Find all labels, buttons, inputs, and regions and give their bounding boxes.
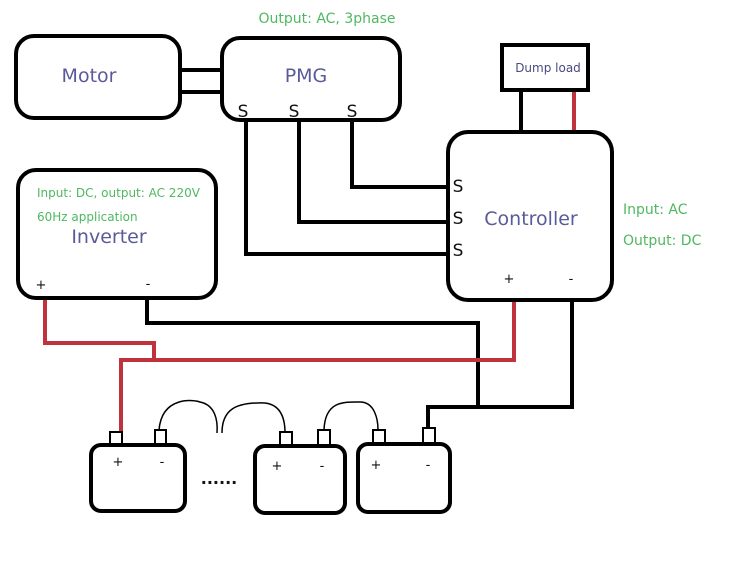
dump-load-label: Dump load xyxy=(515,61,581,75)
motor-box xyxy=(14,34,182,120)
battery-3-body xyxy=(356,442,452,514)
battery-2-minus-label: - xyxy=(320,459,325,474)
battery-jumper-3 xyxy=(323,401,379,431)
battery-3-plus-label: + xyxy=(371,458,382,473)
controller-block: Controller S S S + - Input: AC Output: D… xyxy=(446,130,702,302)
inverter-label: Inverter xyxy=(71,226,147,248)
battery-3-neg-terminal xyxy=(422,427,436,445)
controller-plus-label: + xyxy=(504,272,515,287)
inverter-block: Input: DC, output: AC 220V 60Hz applicat… xyxy=(16,168,218,300)
pmg-terminal-s2: S xyxy=(289,102,300,122)
dump-load-box xyxy=(500,43,590,92)
battery-2: + - xyxy=(253,429,347,515)
battery-jumper-2 xyxy=(221,402,286,434)
pmg-label: PMG xyxy=(285,65,328,87)
battery-3-minus-label: - xyxy=(426,458,431,473)
pmg-box xyxy=(220,36,402,122)
battery-2-body xyxy=(253,444,347,515)
controller-box xyxy=(446,130,614,302)
controller-minus-label: - xyxy=(569,272,574,287)
controller-pos-wire xyxy=(119,300,516,432)
pmg-terminal-s1: S xyxy=(238,102,249,122)
battery-1-body xyxy=(89,443,187,513)
motor-block: Motor xyxy=(14,34,182,120)
controller-input-note: Input: AC xyxy=(623,202,688,218)
phase-wire-3 xyxy=(350,120,448,189)
pmg-output-note: Output: AC, 3phase xyxy=(259,11,396,27)
controller-label: Controller xyxy=(484,208,578,230)
controller-terminal-s3: S xyxy=(453,241,464,261)
phase-wire-1 xyxy=(244,120,448,256)
inverter-plus-label: + xyxy=(36,278,47,293)
battery-3: + - xyxy=(356,427,452,514)
inverter-note-line2: 60Hz application xyxy=(37,210,138,224)
controller-neg-wire xyxy=(426,300,574,428)
inverter-box xyxy=(16,168,218,300)
phase-wire-2 xyxy=(297,120,448,224)
battery-1: + - xyxy=(89,429,187,513)
controller-output-note: Output: DC xyxy=(623,233,702,249)
battery-1-neg-terminal xyxy=(154,429,167,445)
motor-label: Motor xyxy=(62,65,117,87)
controller-terminal-s2: S xyxy=(453,209,464,229)
battery-2-pos-terminal xyxy=(279,431,293,447)
battery-1-minus-label: - xyxy=(160,455,165,470)
battery-2-neg-terminal xyxy=(317,429,331,447)
inverter-note-line1: Input: DC, output: AC 220V xyxy=(37,186,201,200)
inverter-neg-wire xyxy=(145,298,480,407)
pmg-block: Output: AC, 3phase PMG S S S xyxy=(220,11,402,122)
pmg-terminal-s3: S xyxy=(347,102,358,122)
battery-2-plus-label: + xyxy=(272,459,283,474)
battery-1-plus-label: + xyxy=(113,455,124,470)
dump-load-block: Dump load xyxy=(500,43,590,92)
inverter-pos-wire xyxy=(43,298,156,360)
battery-ellipsis: ...... xyxy=(201,469,237,488)
battery-jumper-1 xyxy=(158,399,218,434)
inverter-minus-label: - xyxy=(146,277,151,292)
controller-terminal-s1: S xyxy=(453,177,464,197)
